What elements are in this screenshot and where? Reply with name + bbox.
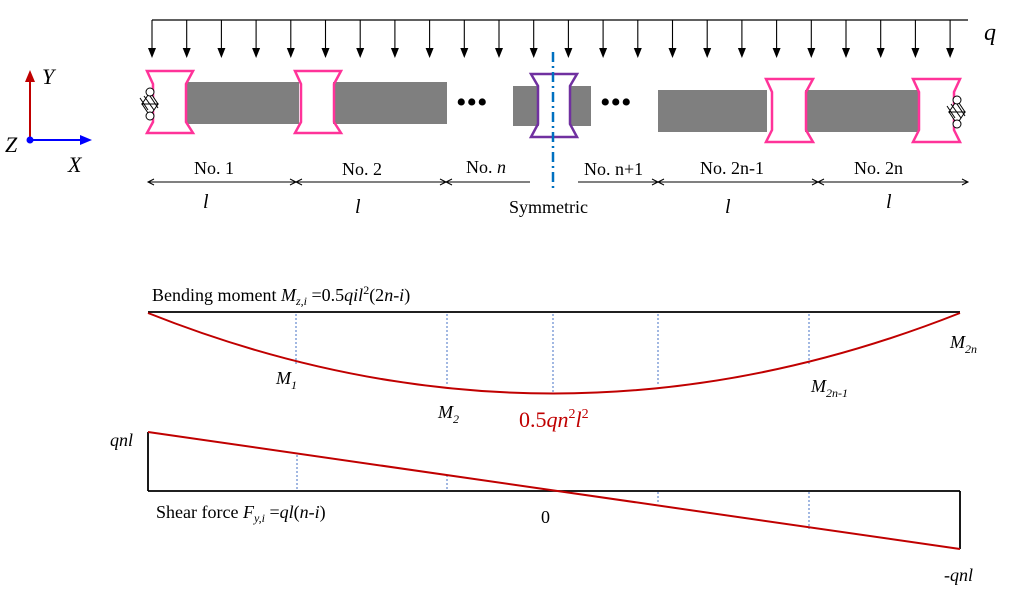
svg-text:M2: M2 — [437, 402, 459, 426]
load-arrow-head — [252, 48, 261, 58]
load-arrow-head — [286, 48, 295, 58]
moment-curve — [147, 312, 961, 395]
segment-length-2n-minus-1: l — [725, 196, 731, 218]
load-arrow-head — [911, 48, 920, 58]
moment-label-m1: M1 — [275, 368, 297, 392]
beam-segment-2n-minus-1 — [658, 90, 767, 132]
connector-2n1-2n — [763, 77, 816, 144]
moment-guides — [295, 314, 810, 393]
ellipsis-right: ••• — [600, 86, 632, 119]
load-arrow-head — [529, 48, 538, 58]
shear-bottom-label: -qnl — [944, 565, 973, 585]
load-arrow-head — [946, 48, 955, 58]
svg-text:M2n: M2n — [949, 332, 977, 356]
ellipsis-left: ••• — [456, 86, 488, 119]
load-arrows — [148, 20, 955, 58]
load-arrow-head — [390, 48, 399, 58]
load-arrow-head — [321, 48, 330, 58]
load-arrow-head — [425, 48, 434, 58]
beam-segment-n — [513, 86, 539, 126]
segment-length-2: l — [355, 196, 361, 218]
distributed-load — [148, 19, 968, 58]
shear-zero-label: 0 — [541, 507, 550, 527]
left-support-icon — [139, 87, 159, 121]
axis-y-label: Y — [42, 64, 57, 89]
load-arrow-head — [772, 48, 781, 58]
load-arrow-head — [876, 48, 885, 58]
connector-right-end — [910, 77, 963, 144]
load-arrow-head — [460, 48, 469, 58]
segment-label-n-plus-1: No. n+1 — [584, 159, 643, 179]
coordinate-axes — [25, 70, 92, 145]
right-support-icon — [946, 95, 966, 129]
segment-label-2n: No. 2n — [854, 158, 903, 178]
svg-text:Shear force Fy,i =ql(n-i): Shear force Fy,i =ql(n-i) — [156, 502, 326, 525]
load-arrow-head — [633, 48, 642, 58]
load-label: q — [984, 20, 996, 46]
load-arrow-head — [495, 48, 503, 58]
shear-title: Shear force Fy,i =ql(n-i) — [156, 502, 326, 525]
bending-moment-title: Bending moment Mz,i =0.5qil2(2n-i) — [152, 283, 410, 308]
moment-label-m2: M2 — [437, 402, 459, 426]
beam-segments — [186, 82, 918, 132]
segment-length-1: l — [203, 191, 209, 213]
segment-label-n: No. n — [466, 157, 506, 177]
symmetric-label: Symmetric — [509, 197, 588, 217]
svg-text:No. n: No. n — [466, 157, 506, 177]
axis-z-label: Z — [5, 132, 18, 157]
shear-top-label: qnl — [110, 430, 133, 450]
axis-x-label: X — [67, 152, 83, 177]
shear-line — [147, 431, 961, 550]
load-arrow-head — [737, 48, 746, 58]
moment-label-m2n-1: M2n-1 — [810, 376, 848, 400]
load-arrow-head — [217, 48, 226, 58]
load-arrow-head — [703, 48, 712, 58]
load-arrow-head — [148, 48, 156, 58]
svg-text:0.5qn2l2: 0.5qn2l2 — [519, 407, 589, 432]
svg-text:Bending moment Mz,i =0.5qil2(2: Bending moment Mz,i =0.5qil2(2n-i) — [152, 283, 410, 308]
load-arrow-head — [807, 48, 816, 58]
load-arrow-head — [668, 48, 677, 58]
svg-text:M1: M1 — [275, 368, 297, 392]
segment-length-2n: l — [886, 191, 892, 213]
moment-label-max: 0.5qn2l2 — [519, 407, 589, 432]
load-arrow-head — [564, 48, 573, 58]
svg-text:M2n-1: M2n-1 — [810, 376, 848, 400]
segment-label-1: No. 1 — [194, 158, 234, 178]
load-arrow-head — [842, 48, 850, 58]
beam-segment-1 — [186, 82, 299, 124]
moment-label-m2n: M2n — [949, 332, 977, 356]
segment-label-2n-minus-1: No. 2n-1 — [700, 158, 764, 178]
load-arrow-head — [356, 48, 365, 58]
load-arrow-head — [599, 48, 608, 58]
beam-segment-2n — [805, 90, 918, 132]
connector-center — [528, 72, 580, 139]
beam-segment-2 — [333, 82, 447, 124]
dimension-arrows — [146, 178, 970, 186]
load-arrow-head — [182, 48, 191, 58]
shear-guides — [296, 455, 810, 529]
connector-1-2 — [292, 69, 344, 135]
segment-label-2: No. 2 — [342, 159, 382, 179]
beam-segment-n-plus-1 — [570, 86, 591, 126]
